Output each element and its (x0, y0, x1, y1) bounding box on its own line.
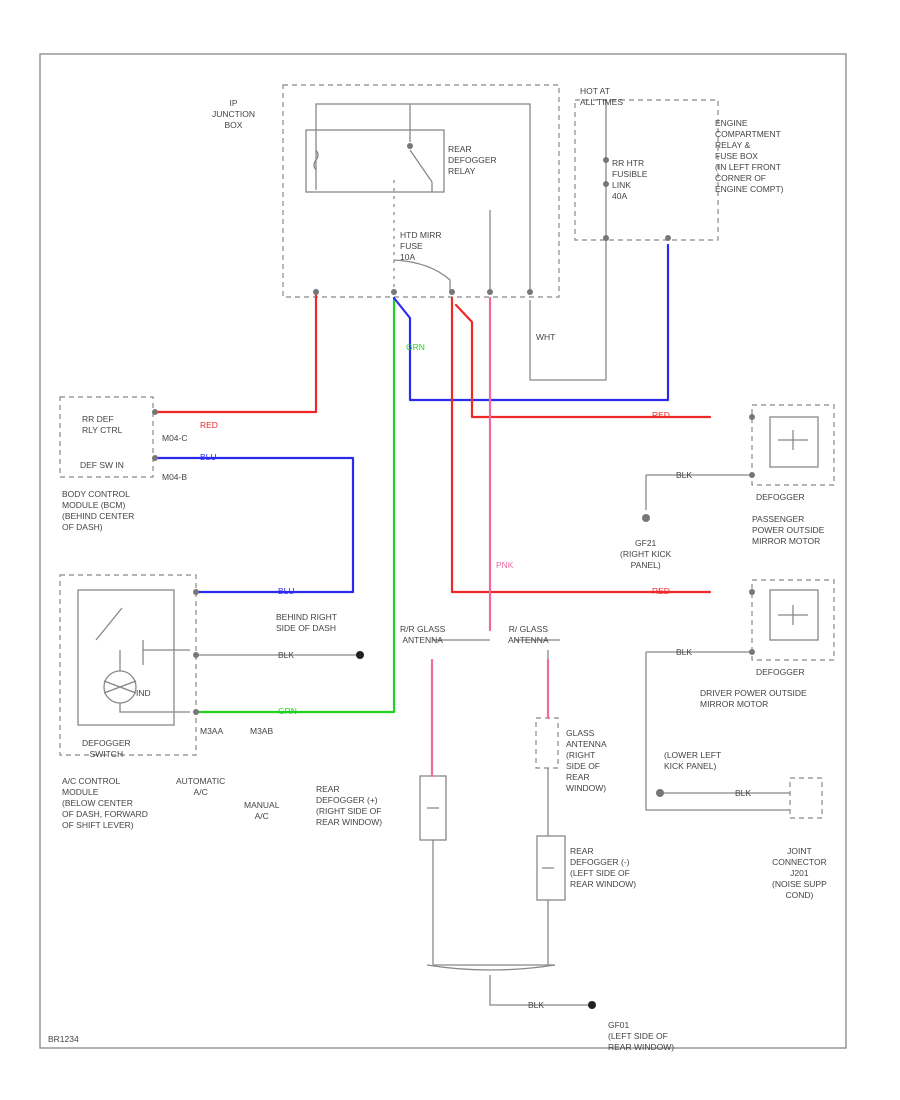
fusible-link-label: RR HTR FUSIBLE LINK 40A (612, 158, 648, 201)
wire-tag-wht: WHT (536, 332, 556, 342)
document-id: BR1234 (48, 1034, 79, 1044)
manual-ac-label: MANUAL A/C (244, 800, 280, 821)
wire-tag-grn-fuse: GRN (406, 342, 425, 352)
joint-connector-label: JOINT CONNECTOR J201 (NOISE SUPP COND) (772, 846, 827, 900)
wire-tag-red-bcm: RED (200, 420, 218, 430)
lamp-filament (103, 680, 137, 694)
m3ab-label: M3AB (250, 726, 274, 736)
engine-compartment-box (574, 99, 719, 241)
glass-antenna-label: GLASS ANTENNA (RIGHT SIDE OF REAR WINDOW… (566, 728, 607, 793)
rear-defogger-relay-label: REAR DEFOGGER RELAY (448, 144, 497, 176)
passenger-defogger-element (769, 416, 819, 468)
rear-defogger-plus-label: REAR DEFOGGER (+) (RIGHT SIDE OF REAR WI… (316, 784, 383, 827)
ac-control-module-box (59, 574, 197, 756)
wire-tag-pnk-antenna: PNK (496, 560, 514, 570)
switch-internals (95, 607, 190, 713)
rear-defogger-relay (305, 129, 445, 193)
wire-tag-blk-ac: BLK (278, 650, 295, 660)
defogger-switch-label: DEFOGGER SWITCH (82, 738, 131, 759)
passenger-mirror-box (751, 404, 835, 486)
wire-red-driver-mirror (450, 296, 712, 594)
fusible-link-terminal (603, 181, 609, 187)
ind-label: IND (136, 688, 151, 698)
body-control-module-label: BODY CONTROL MODULE (BCM) (BEHIND CENTER… (62, 489, 135, 532)
relay-contact-terminal (407, 143, 413, 149)
m04b-label: M04-B (162, 472, 188, 482)
m04c-label: M04-C (162, 433, 188, 443)
wire-tag-blk-joint: BLK (735, 788, 752, 798)
wire-blue-fuse (392, 243, 670, 402)
passenger-mirror-label: PASSENGER POWER OUTSIDE MIRROR MOTOR (752, 514, 825, 546)
fusible-link-terminal (603, 157, 609, 163)
driver-ground-wire (645, 651, 790, 811)
wire-tag-red-passenger: RED (652, 410, 670, 420)
hot-at-all-times-label: HOT AT ALL TIMES (580, 86, 623, 107)
wire-tag-red-driver: RED (652, 586, 670, 596)
gf01-ground (588, 1001, 596, 1009)
ip-junction-box-label: IP JUNCTION BOX (212, 98, 255, 130)
driver-mirror-label: DRIVER POWER OUTSIDE MIRROR MOTOR (700, 688, 807, 709)
ac-control-module-label: A/C CONTROL MODULE (BELOW CENTER OF DASH… (62, 776, 148, 830)
diagram-frame (39, 53, 847, 1049)
m3aa-label: M3AA (200, 726, 224, 736)
def-sw-in-label: DEF SW IN (80, 460, 124, 470)
defogger-driver-label: DEFOGGER (756, 667, 805, 677)
gf01-label: GF01 (LEFT SIDE OF REAR WINDOW) (608, 1020, 675, 1052)
wire-tag-blk-driver: BLK (676, 647, 693, 657)
relay-contact (409, 104, 433, 192)
wire-red-passenger-mirror (454, 303, 712, 419)
terminals (152, 235, 755, 715)
rear-defogger-minus-label: REAR DEFOGGER (-) (LEFT SIDE OF REAR WIN… (570, 846, 637, 889)
relay-coil (313, 149, 319, 171)
relay-coil-feed (315, 103, 531, 292)
gf21-ground (642, 514, 650, 522)
wire-tag-blu-ac: BLU (278, 586, 295, 596)
rr-glass-antenna-label: R/R GLASS ANTENNA (400, 624, 446, 645)
engine-compartment-label: ENGINE COMPARTMENT RELAY & FUSE BOX (IN … (715, 118, 784, 194)
rf-glass-antenna-label: R/ GLASS ANTENNA (508, 624, 549, 645)
behind-dash-ground (356, 651, 364, 659)
defogger-symbols (427, 807, 554, 869)
wire-green-defogger (194, 296, 396, 714)
bcm-box (59, 396, 154, 478)
fuse-branch (393, 259, 451, 292)
wire-blue-def-sw (153, 456, 355, 594)
gf21-label: GF21 (RIGHT KICK PANEL) (620, 538, 672, 570)
rear-ground-wires (432, 650, 590, 1006)
wire-tag-grn-ac: GRN (278, 706, 297, 716)
lower-left-kick-ground (656, 789, 664, 797)
glass-antenna-box (535, 717, 559, 769)
passenger-ground-wire (645, 474, 752, 510)
automatic-ac-label: AUTOMATIC A/C (176, 776, 226, 797)
defogger-passenger-label: DEFOGGER (756, 492, 805, 502)
rr-def-rly-ctrl-label: RR DEF RLY CTRL (82, 414, 123, 435)
driver-mirror-box (751, 579, 835, 661)
wire-red-rr-def (153, 290, 318, 414)
fuse-label: HTD MIRR FUSE 10A (400, 230, 442, 262)
splice-bracket (426, 964, 556, 971)
wire-tag-blk-gf01: BLK (528, 1000, 545, 1010)
wire-tag-blk-passenger: BLK (676, 470, 693, 480)
heater-symbols (778, 430, 808, 625)
lower-left-kick-label: (LOWER LEFT KICK PANEL) (664, 750, 722, 771)
joint-connector-box (789, 777, 823, 819)
wire-tag-blu-bcm: BLU (200, 452, 217, 462)
behind-right-side-label: BEHIND RIGHT SIDE OF DASH (276, 612, 337, 633)
rear-defogger-minus-element (536, 835, 566, 901)
defogger-switch-box (77, 589, 175, 726)
ip-junction-box (282, 84, 560, 298)
driver-defogger-element (769, 589, 819, 641)
